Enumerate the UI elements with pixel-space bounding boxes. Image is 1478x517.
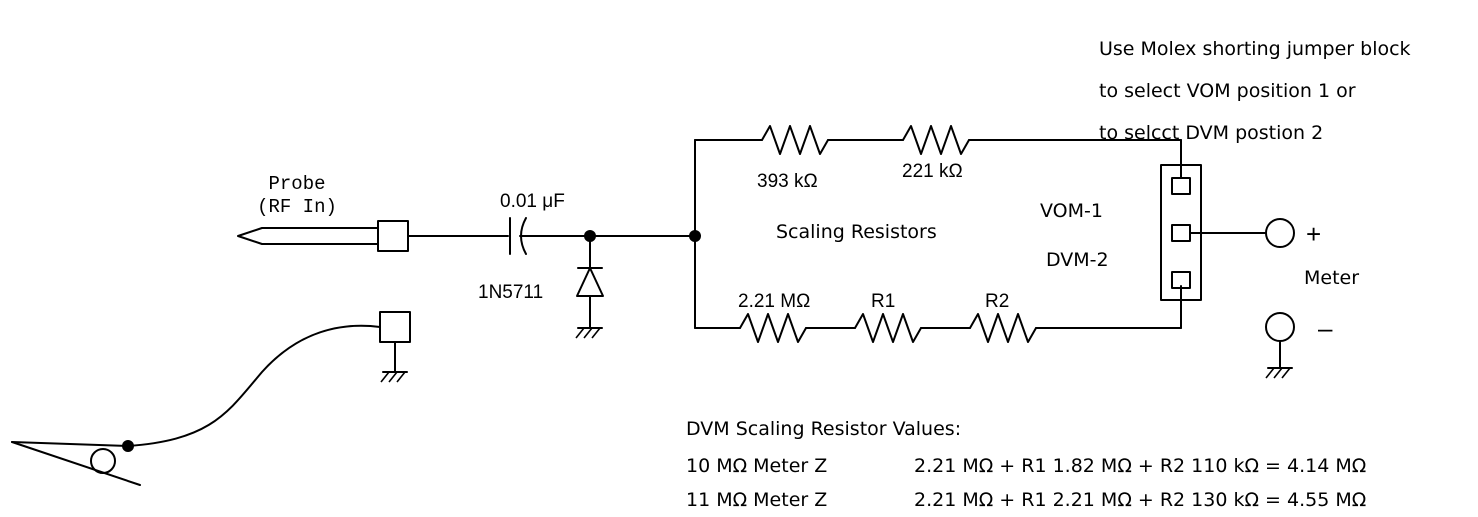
scaling-resistors-label: Scaling Resistors — [776, 221, 937, 243]
resistor-r2-label: R2 — [985, 291, 1009, 312]
jumper-note-line3: to selcct DVM postion 2 — [1099, 122, 1323, 144]
meter-minus-terminal — [1265, 312, 1295, 342]
resistor-221k-label: 221 kΩ — [902, 161, 963, 182]
table-row-2-formula: 2.21 MΩ + R1 2.21 MΩ + R2 130 kΩ = 4.55 … — [914, 489, 1366, 511]
probe-label-line1: Probe — [268, 173, 325, 195]
probe-tip — [237, 227, 379, 245]
probe-input-connector — [377, 220, 409, 252]
ground-symbol-diode — [575, 327, 603, 339]
jumper-note-line2: to select VOM position 1 or — [1099, 80, 1356, 102]
resistor-2-21m-label: 2.21 MΩ — [738, 291, 810, 312]
diode-symbol — [576, 235, 604, 329]
diode-label: 1N5711 — [478, 282, 543, 303]
table-row-1-formula: 2.21 MΩ + R1 1.82 MΩ + R2 110 kΩ = 4.14 … — [914, 455, 1366, 477]
resistor-221k — [902, 125, 970, 155]
resistor-r1 — [854, 313, 922, 343]
ground-clip-connector — [379, 311, 411, 343]
table-row-1-meter-z: 10 MΩ Meter Z — [686, 455, 827, 477]
probe-label-line2: (RF In) — [257, 196, 337, 218]
alligator-clip — [11, 440, 141, 486]
resistor-393k-label: 393 kΩ — [757, 171, 818, 192]
jumper-pin-2 — [1171, 271, 1191, 289]
meter-minus-sign: – — [1318, 313, 1333, 343]
ground-symbol-clip — [380, 371, 408, 383]
resistor-393k — [761, 125, 829, 155]
meter-label: Meter — [1304, 267, 1359, 289]
meter-plus-sign: + — [1306, 219, 1321, 249]
ground-symbol-meter — [1265, 367, 1293, 379]
table-row-2-meter-z: 11 MΩ Meter Z — [686, 489, 827, 511]
jumper-pos2-label: DVM-2 — [1046, 249, 1109, 271]
jumper-note-line1: Use Molex shorting jumper block — [1099, 38, 1411, 60]
ground-clip-lead — [127, 324, 381, 447]
resistor-2-21m — [739, 313, 807, 343]
table-heading: DVM Scaling Resistor Values: — [686, 418, 961, 440]
jumper-pin-common — [1171, 224, 1191, 242]
capacitor-label: 0.01 μF — [500, 191, 565, 212]
jumper-pin-1 — [1171, 177, 1191, 195]
jumper-pos1-label: VOM-1 — [1040, 200, 1103, 222]
resistor-r1-label: R1 — [871, 291, 895, 312]
resistor-r2 — [969, 313, 1037, 343]
meter-plus-terminal — [1265, 218, 1295, 248]
